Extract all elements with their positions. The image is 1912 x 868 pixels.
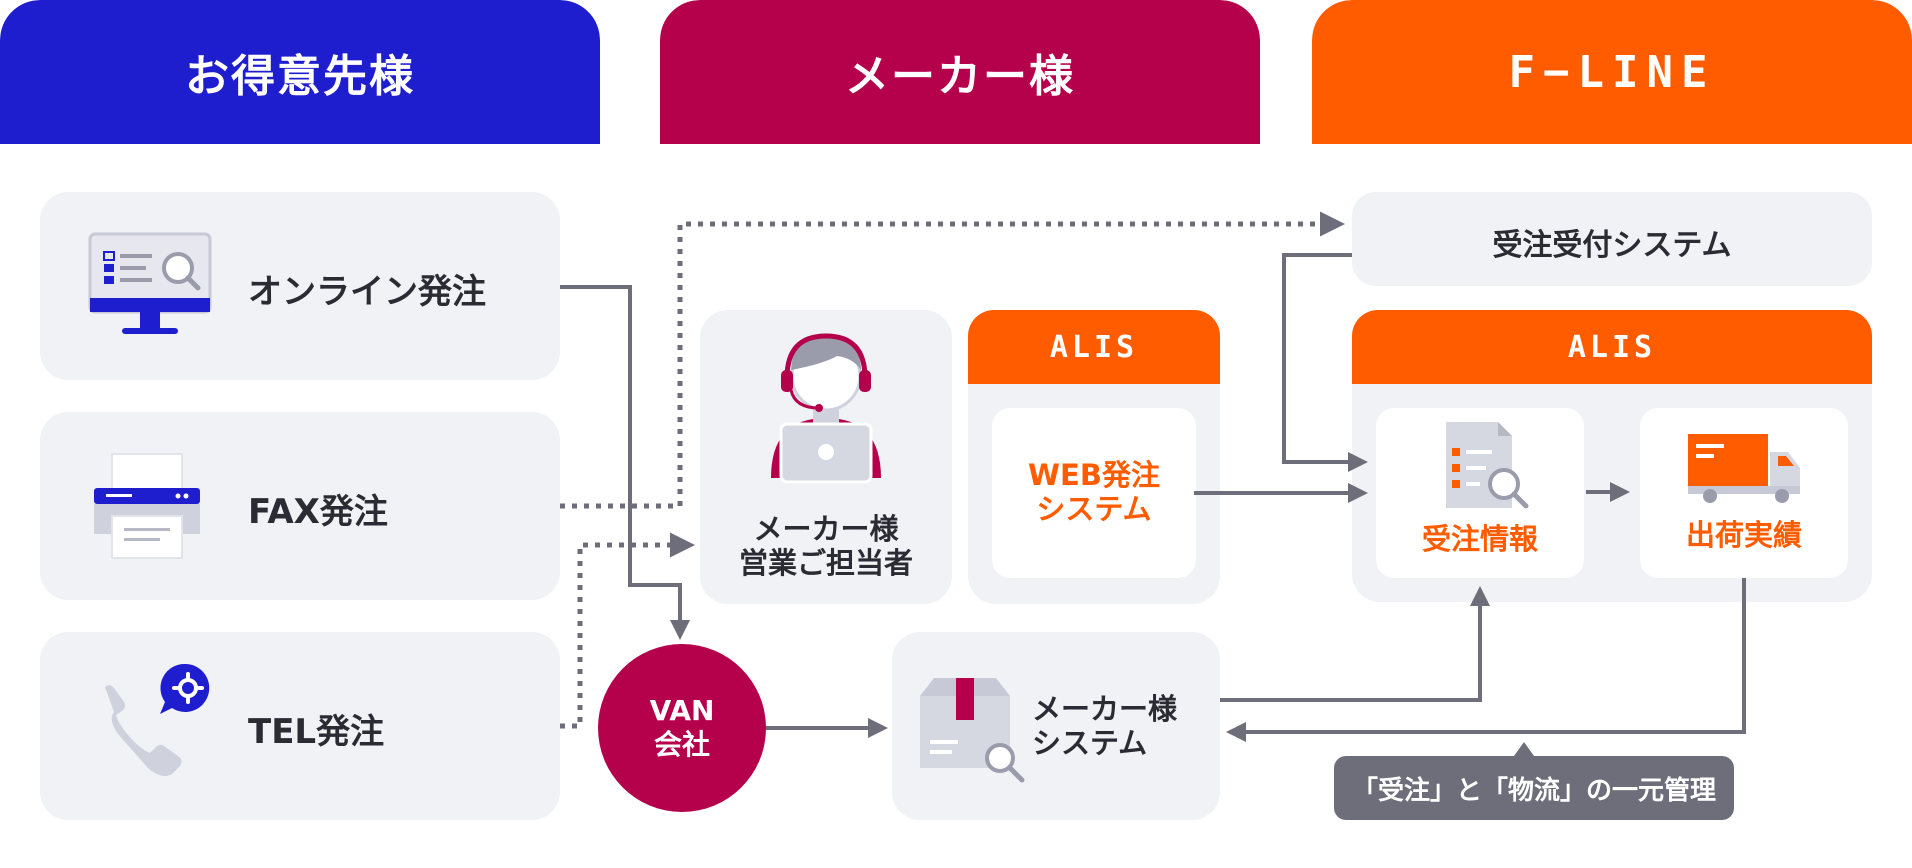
tel-order-label: TEL発注 [248,712,385,752]
maker-system-line2: システム [1032,726,1148,760]
fline-alis-header: ALIS [1352,310,1872,384]
dotted-fax-to-reception [560,211,1345,509]
column-maker-header: メーカー様 [660,0,1260,144]
card-maker-system: メーカー様 システム [892,632,1220,820]
delivery-truck-icon [1688,434,1800,503]
arrow-reception-to-order-info [1282,253,1368,472]
badge-pointer [1514,742,1534,756]
sales-rep-label: メーカー様 営業ご担当者 [700,512,952,580]
van-line1: VAN [649,694,715,727]
arrow-shipment-to-maker-system [1226,578,1746,742]
web-order-system-box: WEB発注 システム [992,408,1196,578]
order-info-label: 受注情報 [1421,522,1538,556]
fax-machine-icon [94,453,200,559]
column-customer-title: お得意先様 [185,51,415,102]
van-company-circle: VAN 会社 [598,644,766,812]
online-order-label: オンライン発注 [248,272,486,312]
card-online-order: オンライン発注 [40,192,560,380]
maker-alis-header: ALIS [968,310,1220,384]
column-customer-header: お得意先様 [0,0,600,144]
monitor-search-icon [88,232,212,334]
unified-management-badge: 「受注」と「物流」の一元管理 [1334,756,1734,820]
box-search-icon [920,678,1025,783]
card-fax-order: FAX発注 [40,412,560,600]
dotted-tel-to-sales-rep [560,532,695,729]
web-order-line1: WEB発注 [1028,458,1160,492]
card-maker-alis: ALIS WEB発注 システム [968,310,1220,604]
shipment-label: 出荷実績 [1685,518,1802,552]
arrow-online-to-van [560,285,690,640]
maker-system-label: メーカー様 システム [1032,692,1177,760]
document-search-icon [1446,422,1529,509]
column-maker-title: メーカー様 [845,51,1075,102]
web-order-line2: システム [1036,492,1152,526]
arrow-maker-system-to-order-info [1220,586,1490,702]
web-order-system-label: WEB発注 システム [992,458,1196,526]
card-sales-rep: メーカー様 営業ご担当者 [700,310,952,604]
order-reception-label: 受注受付システム [1492,228,1732,263]
van-line2: 会社 [653,728,710,761]
maker-system-line1: メーカー様 [1032,692,1178,726]
column-fline-header: F−LINE [1312,0,1912,144]
sales-rep-line2: 営業ご担当者 [738,546,913,580]
shipment-box: 出荷実績 [1640,408,1848,578]
sales-rep-line1: メーカー様 [753,512,899,546]
phone-gear-icon [105,663,210,776]
card-order-reception: 受注受付システム [1352,192,1872,286]
unified-management-label: 「受注」と「物流」の一元管理 [1351,775,1716,806]
fax-order-label: FAX発注 [248,492,388,532]
order-info-box: 受注情報 [1376,408,1584,578]
column-fline-title: F−LINE [1508,46,1716,98]
card-tel-order: TEL発注 [40,632,560,820]
operator-headset-icon [771,333,881,484]
card-fline-alis: ALIS 受注情報 出荷実績 [1352,310,1872,602]
